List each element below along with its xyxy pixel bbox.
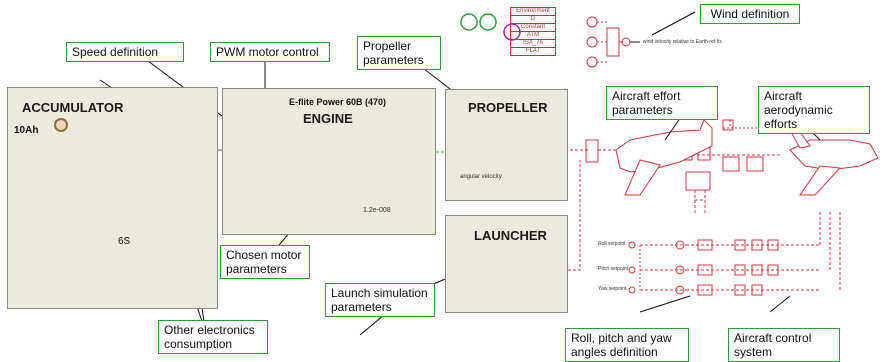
callout-speed-definition: Speed definition [66,42,184,62]
aircraft-aerodynamic-plane [789,129,879,196]
propeller-panel: PROPELLER angular velocity [445,89,568,201]
accumulator-cells: 6S [118,236,131,247]
callout-aircraft-aerodynamic-efforts: Aircraft aerodynamic efforts [758,86,870,134]
callout-launch-simulation-parameters: Launch simulation parameters [325,283,435,317]
roll-setpoint-label: Roll setpoint [598,241,626,247]
callout-other-electronics-consumption: Other electronics consumption [158,320,268,354]
callout-wind-definition: Wind definition [700,4,800,24]
engine-panel: E-flite Power 60B (470) ENGINE 1.2e-008 [222,88,436,235]
accumulator-panel: ACCUMULATOR 10Ah 6S [7,87,218,309]
callout-propeller-parameters: Propeller parameters [357,36,441,70]
engine-ratio: 1.2e-008 [363,207,391,214]
launcher-title: LAUNCHER [474,228,547,243]
env-row: G [511,16,555,24]
propeller-note: angular velocity [460,174,502,180]
yaw-setpoint-label: Yaw setpoint [598,286,627,292]
aircraft-effort-plane [615,119,713,196]
callout-aircraft-control-system: Aircraft control system [728,328,840,362]
launcher-panel: LAUNCHER [445,215,568,313]
engine-title: ENGINE [303,111,353,126]
pitch-setpoint-label: Pitch setpoint [598,266,629,272]
callout-pwm-motor-control: PWM motor control [210,42,330,62]
propeller-title: PROPELLER [468,100,548,115]
env-row: Environment [511,8,555,16]
environment-icons [460,13,521,41]
battery-gauge-icon [54,118,68,132]
accumulator-capacity: 10Ah [14,125,39,136]
environment-table: Environment G Constant ATM ISA_76 FLAT [510,7,556,56]
engine-model: E-flite Power 60B (470) [289,97,387,107]
env-row: ATM [511,32,555,40]
wind-blocks [586,16,640,68]
callout-roll-pitch-yaw-definition: Roll, pitch and yaw angles definition [565,328,689,362]
callout-chosen-motor-parameters: Chosen motor parameters [220,245,310,279]
env-row: Constant [511,24,555,32]
accumulator-title: ACCUMULATOR [22,100,124,115]
wind-label: wind velocity relative to Earth-ref-fix [643,39,722,45]
aircraft-signal-bus [598,119,841,296]
callout-aircraft-effort-parameters: Aircraft effort parameters [606,86,718,120]
env-row: FLAT [525,48,541,54]
env-row: ISA_76 [511,40,555,48]
